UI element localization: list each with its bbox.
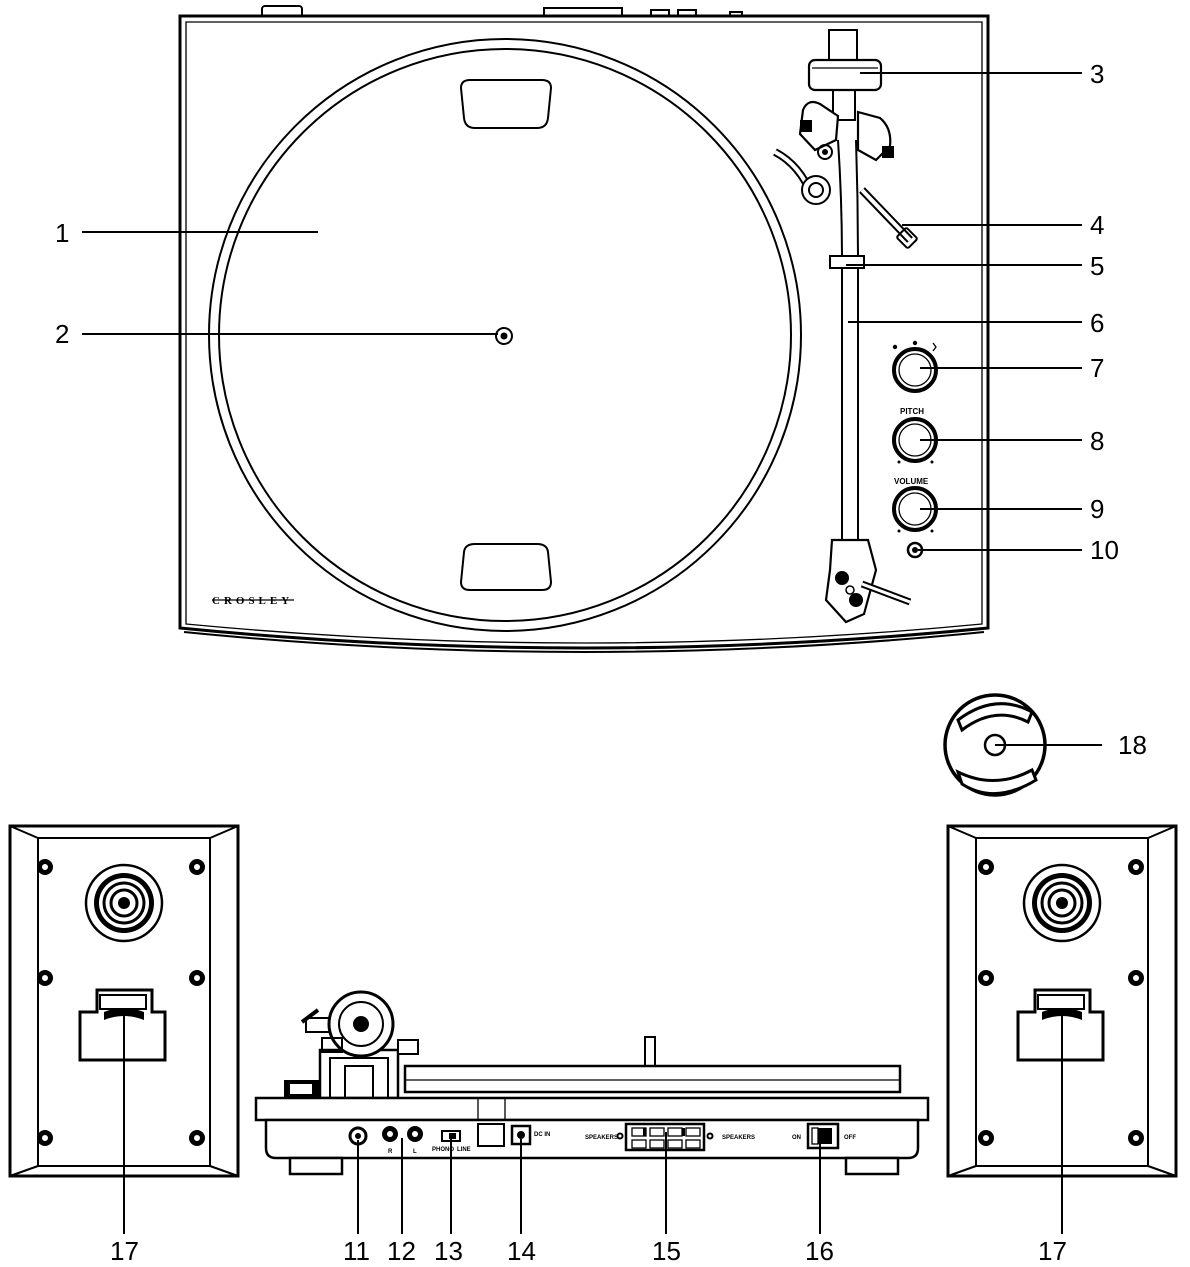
callout-16: 16 [805, 1236, 834, 1266]
rear-platter [403, 1064, 902, 1094]
volume-min-mark [897, 529, 901, 533]
speaker-screws-left [37, 859, 205, 1146]
callout-numbers: 1 2 3 4 5 6 7 8 9 10 11 12 13 14 15 16 1… [55, 59, 1147, 1266]
pivot-stem [832, 89, 856, 121]
rca-jack-left[interactable] [407, 1126, 423, 1142]
pivot-knob-center [822, 149, 828, 155]
callout-4: 4 [1090, 210, 1104, 240]
pivot-screw-left [800, 120, 812, 132]
pitch-label: PITCH [900, 407, 924, 416]
dc-in-label: DC IN [534, 1132, 550, 1138]
platter-window-top [459, 79, 553, 129]
volume-label: VOLUME [894, 477, 929, 486]
speakers-r-dot [616, 1132, 624, 1140]
callout-12: 12 [387, 1236, 416, 1266]
turntable-top-view: CROSLEY [178, 5, 990, 653]
rca-jack-right[interactable] [382, 1126, 398, 1142]
pitch-max-mark [930, 460, 934, 464]
plinth-inner [185, 21, 983, 644]
bluetooth-icon [932, 342, 937, 352]
callout-17-right: 17 [1038, 1236, 1067, 1266]
mode-dot-1 [892, 344, 898, 350]
rear-tonearm [284, 990, 419, 1100]
rear-square-port [477, 1123, 505, 1147]
pitch-min-mark [897, 460, 901, 464]
callout-15: 15 [652, 1236, 681, 1266]
power-on-label: ON [792, 1135, 801, 1141]
volume-max-mark [930, 529, 934, 533]
spindle-center [500, 332, 508, 340]
rca-r-label: R [388, 1149, 393, 1155]
power-off-label: OFF [844, 1135, 856, 1141]
turntable-rear-view: R L PHONO LINE DC IN SPEAKERS [254, 990, 930, 1176]
speaker-terminal-left[interactable] [78, 988, 167, 1062]
speaker-screws-right [978, 859, 1144, 1146]
callout-1: 1 [55, 218, 69, 248]
counterweight [807, 58, 883, 92]
speakers-l-dot [706, 1132, 714, 1140]
pivot-knob [817, 144, 833, 160]
adapter-slot-bottom [955, 767, 1038, 795]
callout-6: 6 [1090, 308, 1104, 338]
spindle [495, 327, 513, 345]
headshell-screw-2 [849, 593, 863, 607]
mode-knob[interactable] [892, 340, 938, 393]
headshell-screw-1 [835, 571, 849, 585]
plinth-front-edge [183, 631, 985, 653]
callout-13: 13 [434, 1236, 463, 1266]
speakers-l-label: SPEAKERS [722, 1135, 755, 1141]
plinth-outer [178, 14, 990, 650]
cue-lever-tip [896, 227, 918, 249]
phono-label: PHONO [432, 1147, 454, 1153]
rear-spindle [644, 1036, 656, 1067]
anti-skate-dial [801, 175, 831, 205]
callout-3: 3 [1090, 59, 1104, 89]
rear-panel [264, 1118, 920, 1160]
rear-foot-left [288, 1156, 344, 1176]
mode-dot-2 [912, 340, 918, 346]
callout-lines [82, 72, 1102, 1234]
brand-logo: CROSLEY [212, 595, 293, 607]
headshell [824, 538, 878, 624]
rear-plinth-top [254, 1096, 930, 1122]
callout-14: 14 [507, 1236, 536, 1266]
rear-foot-right [844, 1156, 900, 1176]
callout-17-left: 17 [110, 1236, 139, 1266]
callout-5: 5 [1090, 251, 1104, 281]
headshell-dot [845, 585, 855, 595]
rca-l-label: L [413, 1149, 417, 1155]
power-switch[interactable] [806, 1122, 840, 1150]
callout-2: 2 [55, 319, 69, 349]
callout-8: 8 [1090, 426, 1104, 456]
headphone-jack[interactable] [906, 541, 924, 559]
speaker-port-right [1022, 863, 1102, 943]
tonearm-clip [829, 255, 865, 269]
platter-window-bottom [459, 543, 553, 591]
callout-10: 10 [1090, 535, 1119, 565]
speaker-terminal-right[interactable] [1016, 988, 1105, 1062]
callout-9: 9 [1090, 494, 1104, 524]
pivot-screw-right [882, 146, 894, 158]
line-label: LINE [457, 1147, 471, 1153]
speakers-r-label: SPEAKERS [585, 1135, 618, 1141]
anti-skate-dial-inner [808, 182, 824, 198]
adapter-slot-top [956, 702, 1034, 733]
finger-lift-inner [861, 582, 911, 604]
callout-18: 18 [1118, 730, 1147, 760]
callout-11: 11 [343, 1236, 370, 1266]
speaker-port-left [84, 863, 164, 943]
callout-7: 7 [1090, 353, 1104, 383]
